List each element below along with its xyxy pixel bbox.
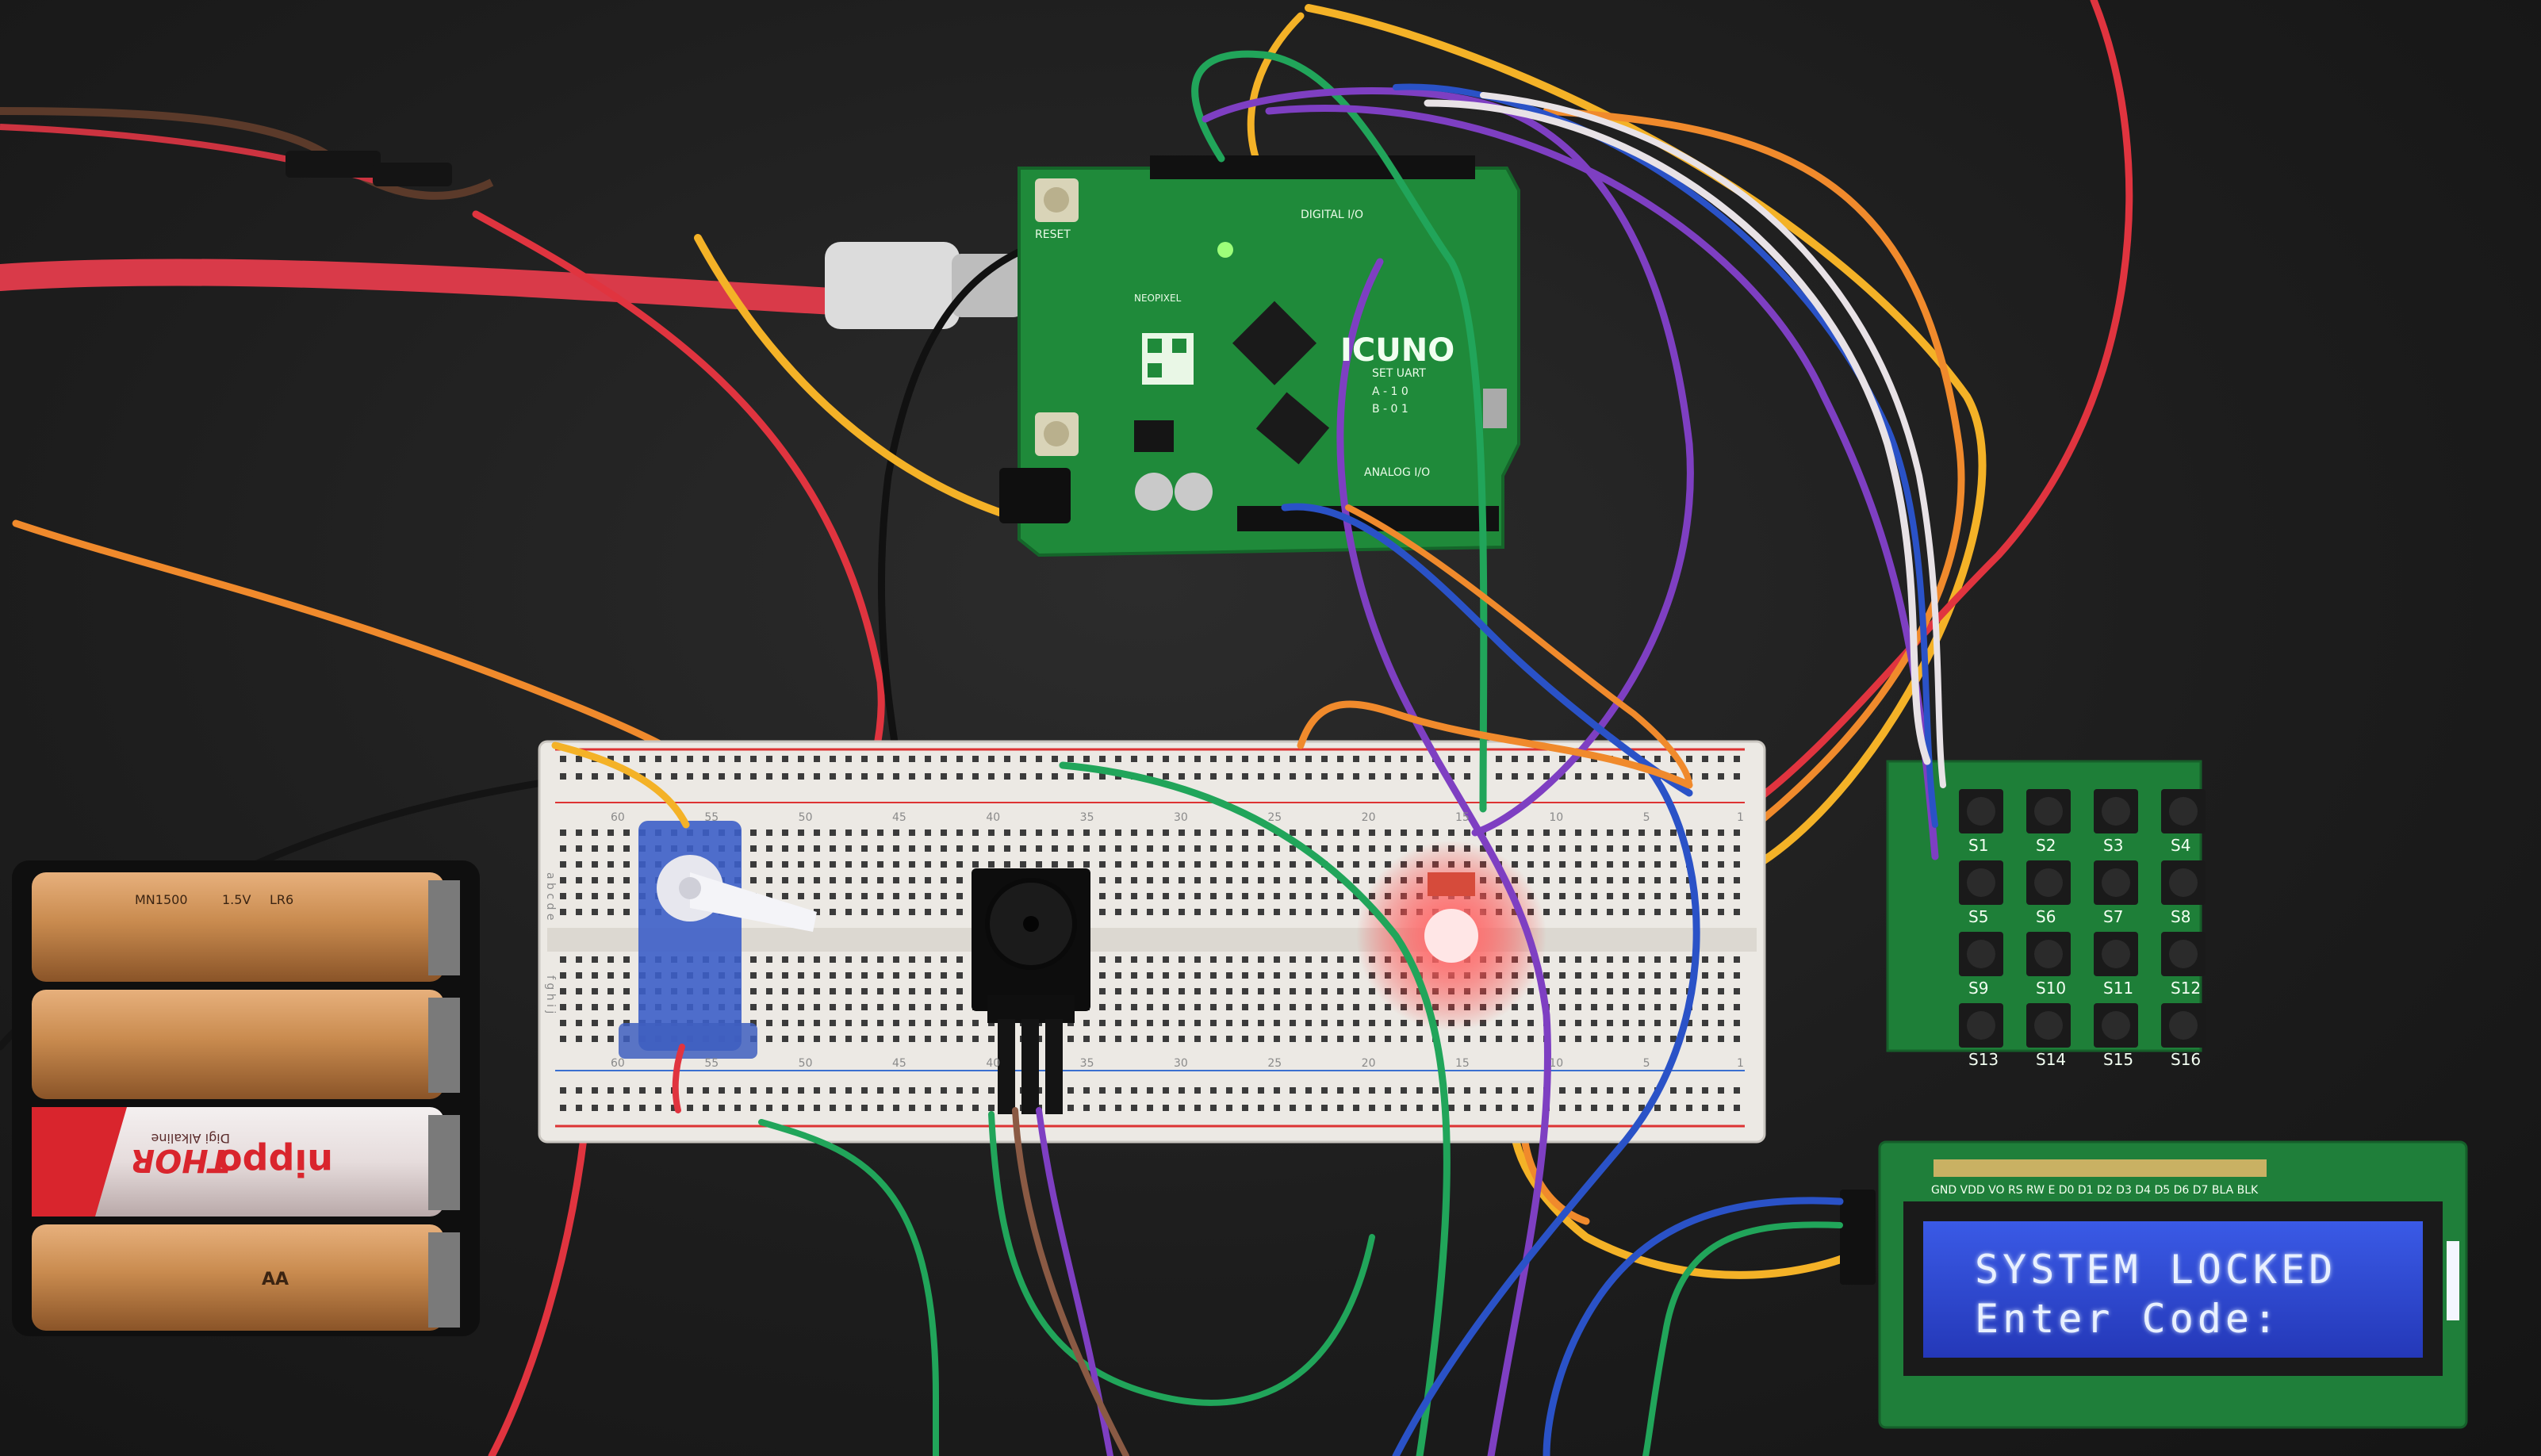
breadboard-column-number: 10 <box>1549 811 1563 824</box>
board-digital-label: DIGITAL I/O <box>1301 209 1363 221</box>
lcd-pin-header: GND VDD VO RS RW E D0 D1 D2 D3 D4 D5 D6 … <box>1931 1184 2259 1197</box>
battery-brand: THOR <box>130 1142 230 1178</box>
board-neopixel-label: NEOPIXEL <box>1134 293 1182 304</box>
battery-code: LR6 <box>270 892 293 907</box>
keypad-key-label: S12 <box>2171 979 2201 998</box>
keypad-key-label: S6 <box>2036 907 2056 926</box>
icuno-board <box>999 155 1520 557</box>
keypad-key-cap <box>1967 1011 1995 1040</box>
battery-pack <box>12 860 480 1336</box>
keypad-key-cap <box>2169 868 2198 897</box>
keypad-key-cap <box>2102 940 2130 968</box>
keypad-key-label: S5 <box>1968 907 1988 926</box>
board-uart-a: A - 1 0 <box>1372 385 1408 398</box>
lcd-display-text: SYSTEM LOCKED Enter Code: <box>1975 1245 2419 1364</box>
jumper-wires-front <box>551 50 1946 1456</box>
breadboard-column-number: 45 <box>892 1057 906 1070</box>
breadboard-rows-bottom: f g h i j <box>544 975 557 1013</box>
battery-voltage: 1.5V <box>222 892 251 907</box>
keypad-key-label: S8 <box>2171 907 2190 926</box>
keypad-key-label: S14 <box>2036 1050 2066 1069</box>
keypad-key-label: S16 <box>2171 1050 2201 1069</box>
breadboard-column-number: 55 <box>704 811 719 824</box>
keypad-key-cap <box>1967 940 1995 968</box>
board-reset-label: RESET <box>1035 228 1071 241</box>
keypad-key-label: S1 <box>1968 836 1988 855</box>
breadboard-column-number: 1 <box>1737 1057 1744 1070</box>
keypad-key-cap <box>2169 1011 2198 1040</box>
breadboard-column-number: 25 <box>1267 811 1282 824</box>
board-uart-b: B - 0 1 <box>1372 403 1408 416</box>
battery-sub: Digi Alkaline <box>151 1131 230 1146</box>
breadboard-column-number: 45 <box>892 811 906 824</box>
keypad-key-label: S7 <box>2103 907 2123 926</box>
battery-model: MN1500 <box>135 892 188 907</box>
battery-lead-wires <box>0 107 494 200</box>
breadboard-column-number: 30 <box>1174 1057 1188 1070</box>
breadboard-column-number: 40 <box>986 811 1000 824</box>
keypad-key-label: S2 <box>2036 836 2056 855</box>
breadboard-rows-top: a b c d e <box>544 872 557 920</box>
breadboard-column-number: 15 <box>1455 811 1470 824</box>
breadboard-column-number: 5 <box>1643 811 1650 824</box>
keypad-key-label: S11 <box>2103 979 2133 998</box>
lcd-module <box>1840 1140 2468 1429</box>
breadboard-column-number: 35 <box>1080 811 1094 824</box>
breadboard-column-number: 20 <box>1362 811 1376 824</box>
keypad-key-cap <box>2034 797 2063 826</box>
keypad-key-cap <box>2102 1011 2130 1040</box>
keypad-key-cap <box>2169 940 2198 968</box>
breadboard-column-number: 25 <box>1267 1057 1282 1070</box>
breadboard-column-number: 1 <box>1737 811 1744 824</box>
keypad-key-label: S3 <box>2103 836 2123 855</box>
breadboard-column-number: 5 <box>1643 1057 1650 1070</box>
breadboard-column-number: 60 <box>611 1057 625 1070</box>
breadboard-column-number: 30 <box>1174 811 1188 824</box>
board-analog-label: ANALOG I/O <box>1364 466 1430 479</box>
breadboard-column-number: 10 <box>1549 1057 1563 1070</box>
breadboard-column-number: 60 <box>611 811 625 824</box>
breadboard-column-number: 55 <box>704 1057 719 1070</box>
breadboard-column-number: 35 <box>1080 1057 1094 1070</box>
keypad-key-label: S15 <box>2103 1050 2133 1069</box>
board-uart-label: SET UART <box>1372 367 1426 380</box>
battery-size: AA <box>262 1270 289 1289</box>
keypad-key-label: S9 <box>1968 979 1988 998</box>
buzzer-module <box>972 868 1090 1114</box>
keypad-key-cap <box>2102 797 2130 826</box>
keypad-key-label: S13 <box>1968 1050 1999 1069</box>
keypad-key-label: S4 <box>2171 836 2190 855</box>
red-led <box>1356 841 1546 1031</box>
lcd-line-2: Enter Code: <box>1975 1296 2282 1342</box>
board-brand-label: ICUNO <box>1340 332 1454 369</box>
keypad-key-cap <box>2034 1011 2063 1040</box>
keypad-key-cap <box>2102 868 2130 897</box>
breadboard-column-number: 50 <box>799 811 813 824</box>
keypad-key-cap <box>2169 797 2198 826</box>
usb-cable <box>0 242 1063 329</box>
keypad-key-cap <box>2034 868 2063 897</box>
keypad-key-label: S10 <box>2036 979 2066 998</box>
keypad-key-cap <box>1967 797 1995 826</box>
breadboard-column-number: 40 <box>986 1057 1000 1070</box>
servo-motor <box>619 821 817 1059</box>
keypad-key-cap <box>1967 868 1995 897</box>
breadboard-column-number: 50 <box>799 1057 813 1070</box>
battery-brand2: nippo <box>217 1141 333 1184</box>
lcd-line-1: SYSTEM LOCKED <box>1975 1247 2337 1293</box>
breadboard-column-number: 20 <box>1362 1057 1376 1070</box>
breadboard-column-number: 15 <box>1455 1057 1470 1070</box>
keypad-key-cap <box>2034 940 2063 968</box>
